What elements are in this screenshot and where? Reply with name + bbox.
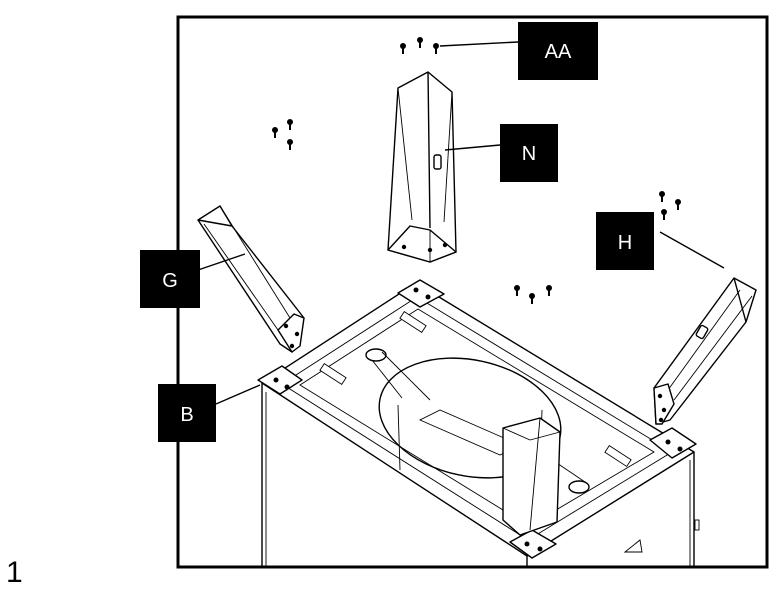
part-label-aa: AA [518,22,598,80]
step-number: 1 [6,556,23,589]
screws-left [272,119,293,150]
label-text-h: H [618,232,632,254]
part-label-n: N [500,124,558,182]
screws-aa [400,37,439,54]
leg-n [387,71,457,263]
leg-h [653,277,757,425]
label-text-g: G [162,270,178,292]
screws-center [514,285,552,304]
leg-g [197,205,305,353]
part-label-b: B [158,384,216,442]
screws-right [659,191,681,220]
label-text-aa: AA [545,41,572,63]
part-label-g: G [140,250,200,308]
label-text-n: N [522,143,536,165]
label-text-b: B [180,404,193,426]
leader-lines [197,41,725,405]
part-label-h: H [596,212,654,270]
cabinet-base [257,279,700,567]
